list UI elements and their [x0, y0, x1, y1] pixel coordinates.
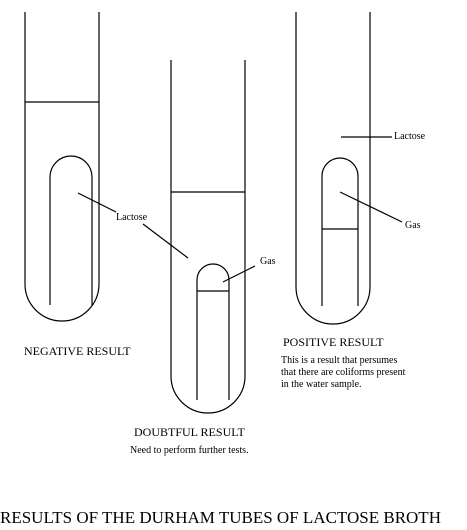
result-caption-doubtful: DOUBTFUL RESULT	[134, 425, 245, 439]
label-gas: Gas	[260, 256, 276, 267]
outer-tube-negative	[24, 12, 100, 322]
result-note-positive: that there are coliforms present	[281, 367, 406, 378]
result-caption-positive: POSITIVE RESULT	[283, 335, 384, 349]
pointer-gas-doubtful	[222, 265, 256, 283]
pointer-lactose-negative	[77, 192, 117, 213]
diagram-title: RESULTS OF THE DURHAM TUBES OF LACTOSE B…	[0, 508, 441, 527]
label-gas: Gas	[405, 220, 421, 231]
result-note-positive: in the water sample.	[281, 379, 362, 390]
outer-tube-positive	[295, 12, 371, 325]
inner-tube-positive	[321, 157, 359, 306]
tube-doubtful	[142, 60, 256, 414]
outer-tube-doubtful	[170, 60, 246, 414]
inner-tube-negative	[49, 155, 93, 305]
result-note-doubtful: Need to perform further tests.	[130, 445, 249, 456]
pointer-lactose-shared	[142, 223, 189, 259]
pointer-gas-positive	[339, 191, 403, 223]
label-lactose: Lactose	[394, 131, 426, 142]
tube-negative	[24, 12, 117, 322]
result-caption-negative: NEGATIVE RESULT	[24, 344, 131, 358]
label-lactose: Lactose	[116, 212, 148, 223]
tube-positive	[295, 12, 403, 325]
result-note-positive: This is a result that persumes	[281, 355, 397, 366]
inner-tube-doubtful	[196, 263, 230, 400]
